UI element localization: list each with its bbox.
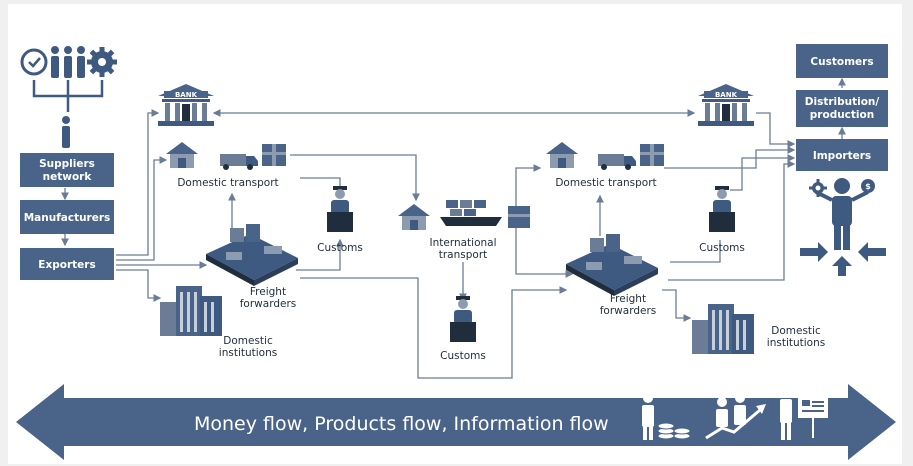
customers-label: Customers — [810, 56, 873, 68]
truck-icon — [598, 154, 636, 170]
coins-icon: $ — [861, 179, 875, 193]
distribution-production-box: Distribution/production — [796, 90, 888, 127]
customs-left-label: Customs — [317, 242, 363, 254]
gear-icon — [809, 179, 827, 197]
importers-label: Importers — [813, 150, 871, 162]
diagram-panel — [8, 4, 902, 464]
businessman-icon — [815, 178, 869, 250]
customs-officer-icon — [450, 296, 476, 342]
domestic-transport-left-label: Domestic transport — [177, 177, 278, 189]
importers-box: Importers — [796, 139, 888, 171]
warehouse-icon — [398, 204, 430, 230]
bank-left-label: BANK — [175, 91, 198, 99]
customs-center-label: Customs — [440, 350, 486, 362]
customs-officer-icon — [327, 186, 353, 232]
manufacturers-label: Manufacturers — [24, 212, 111, 224]
flow-lines — [61, 77, 846, 379]
people-icon — [51, 46, 85, 78]
exporters-box: Exporters — [20, 248, 114, 280]
banner-text: Money flow, Products flow, Information f… — [194, 413, 609, 435]
warehouse-icon — [206, 224, 298, 286]
presentation-icon — [780, 387, 828, 440]
clock-icon — [20, 48, 48, 76]
manufacturers-box: Manufacturers — [20, 200, 114, 234]
growth-chart-icon — [705, 404, 766, 440]
house-icon — [546, 142, 578, 168]
coins-icon — [657, 422, 691, 440]
flow-banner: Money flow, Products flow, Information f… — [16, 384, 896, 460]
warehouse-icon — [566, 234, 658, 296]
svg-text:$: $ — [865, 182, 871, 191]
customs-officer-icon — [709, 186, 735, 232]
customs-right-label: Customs — [699, 242, 745, 254]
package-icon — [640, 144, 664, 166]
truck-icon — [220, 154, 258, 170]
bracket-lines — [32, 80, 104, 112]
person-icon — [62, 116, 70, 148]
distribution-production-label: Distribution/production — [805, 96, 880, 121]
customers-box: Customers — [796, 44, 888, 78]
bank-icon: BANK — [158, 84, 214, 126]
exporters-label: Exporters — [38, 259, 95, 271]
package-icon — [508, 206, 530, 228]
domestic-transport-right-label: Domestic transport — [555, 177, 656, 189]
building-icon — [160, 286, 222, 336]
house-icon — [166, 142, 198, 168]
people-icon — [716, 393, 746, 427]
bank-icon: BANK — [698, 84, 754, 126]
bank-right-label: BANK — [715, 91, 738, 99]
building-icon — [692, 304, 754, 354]
arrow-icon — [800, 242, 886, 276]
businessman-icon — [642, 393, 654, 440]
ship-icon — [440, 200, 502, 226]
gear-icon — [87, 47, 117, 77]
package-icon — [262, 144, 286, 166]
